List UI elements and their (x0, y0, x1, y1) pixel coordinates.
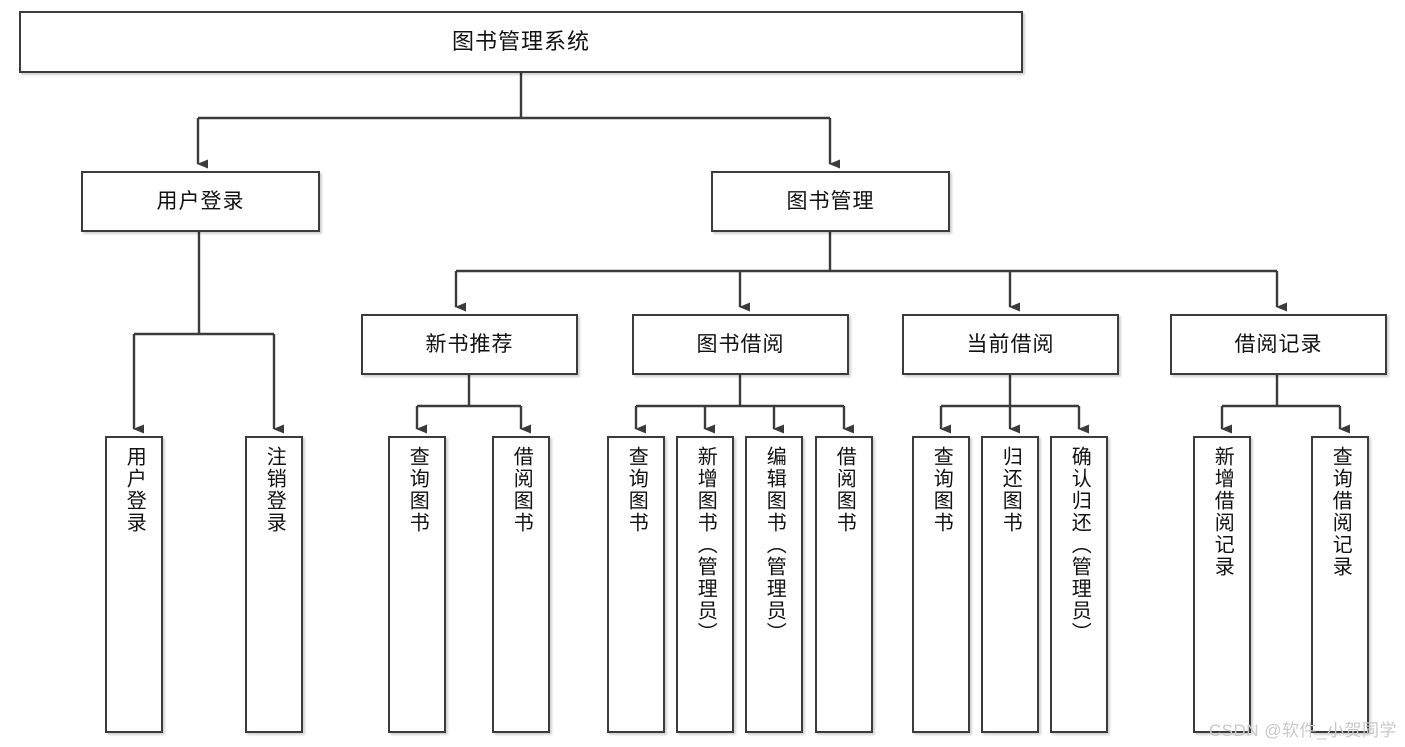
leaf-borrow-borrow-book[interactable]: 借阅图书 (815, 436, 873, 733)
node-borrow-records[interactable]: 借阅记录 (1170, 314, 1387, 375)
leaf-records-add-record[interactable]: 新增借阅记录 (1193, 436, 1251, 733)
leaf-new-book-borrow-label: 借阅图书 (510, 446, 533, 534)
leaf-current-query-book-label: 查询图书 (930, 446, 953, 534)
leaf-borrow-add-book-label: 新增图书（管理员） (694, 446, 717, 644)
leaf-user-login-logout-label: 注销登录 (263, 446, 286, 534)
node-user-login-label: 用户登录 (156, 189, 245, 213)
node-book-management-label: 图书管理 (786, 189, 875, 213)
leaf-records-query-record[interactable]: 查询借阅记录 (1311, 436, 1369, 733)
leaf-new-book-borrow[interactable]: 借阅图书 (492, 436, 550, 733)
node-book-borrow[interactable]: 图书借阅 (632, 314, 849, 375)
leaf-current-query-book[interactable]: 查询图书 (912, 436, 970, 733)
leaf-user-login-login-label: 用户登录 (123, 446, 146, 534)
node-borrow-records-label: 借阅记录 (1234, 332, 1323, 356)
node-root[interactable]: 图书管理系统 (19, 11, 1023, 73)
leaf-new-book-query[interactable]: 查询图书 (388, 436, 446, 733)
leaf-current-confirm-return[interactable]: 确认归还（管理员） (1050, 436, 1108, 733)
node-new-book-recommend-label: 新书推荐 (425, 332, 514, 356)
leaf-borrow-query-book-label: 查询图书 (625, 446, 648, 534)
node-user-login[interactable]: 用户登录 (81, 171, 320, 232)
leaf-new-book-query-label: 查询图书 (406, 446, 429, 534)
node-current-borrow-label: 当前借阅 (966, 332, 1055, 356)
leaf-current-confirm-return-label: 确认归还（管理员） (1068, 446, 1091, 644)
leaf-borrow-add-book[interactable]: 新增图书（管理员） (676, 436, 734, 733)
leaf-current-return-book[interactable]: 归还图书 (981, 436, 1039, 733)
leaf-records-add-record-label: 新增借阅记录 (1211, 446, 1234, 578)
leaf-borrow-query-book[interactable]: 查询图书 (607, 436, 665, 733)
node-current-borrow[interactable]: 当前借阅 (902, 314, 1119, 375)
leaf-user-login-login[interactable]: 用户登录 (105, 436, 163, 733)
node-new-book-recommend[interactable]: 新书推荐 (361, 314, 578, 375)
leaf-borrow-edit-book[interactable]: 编辑图书（管理员） (745, 436, 803, 733)
watermark: CSDN @软件_小贺同学 (1208, 721, 1397, 740)
node-book-management[interactable]: 图书管理 (711, 171, 950, 232)
leaf-borrow-edit-book-label: 编辑图书（管理员） (763, 446, 786, 644)
leaf-current-return-book-label: 归还图书 (999, 446, 1022, 534)
leaf-borrow-borrow-book-label: 借阅图书 (833, 446, 856, 534)
node-book-borrow-label: 图书借阅 (696, 332, 785, 356)
node-root-label: 图书管理系统 (451, 28, 590, 54)
leaf-user-login-logout[interactable]: 注销登录 (245, 436, 303, 733)
leaf-records-query-record-label: 查询借阅记录 (1329, 446, 1352, 578)
